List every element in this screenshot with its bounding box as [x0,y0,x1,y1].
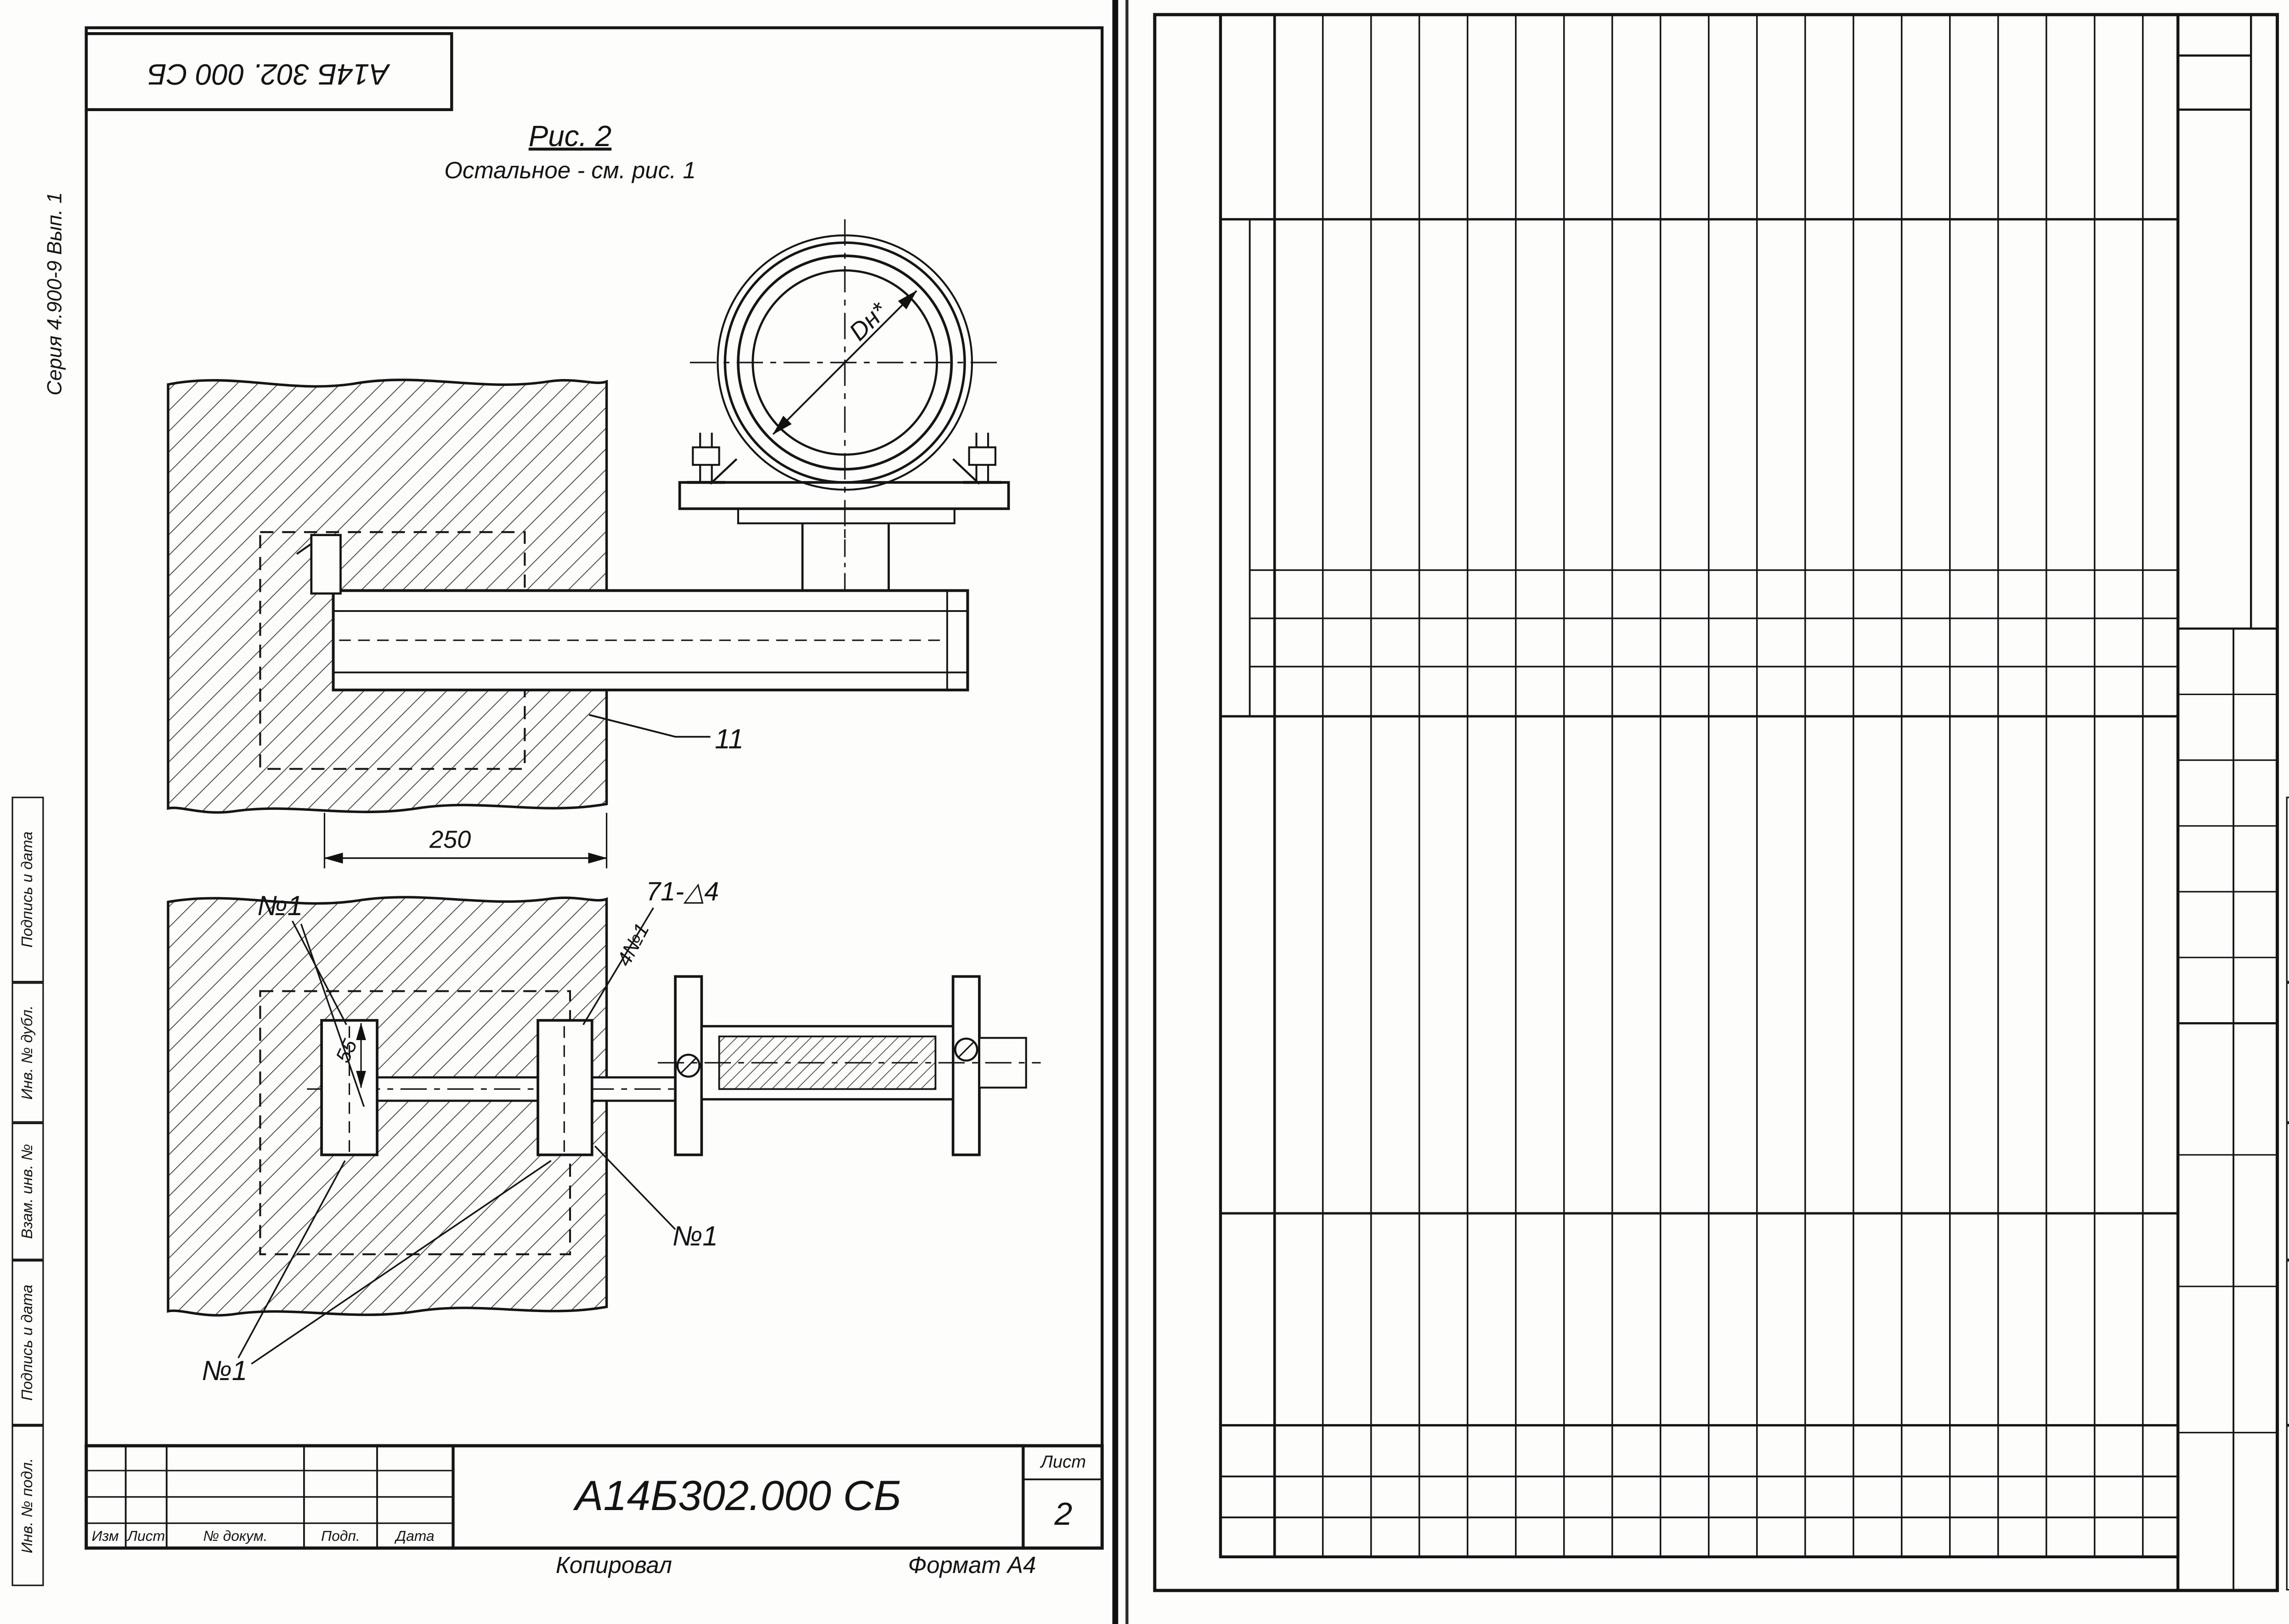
margin-cell [11,797,44,983]
tb-doc-number: А14Б302.000 СБ [575,1472,902,1520]
margin-label: Подпись и дата [2286,797,2289,982]
position-label-11: 11 [715,723,744,754]
weld-leader-right [594,1145,676,1230]
page-seam-2 [1125,0,1129,1624]
page-seam [1112,0,1119,1624]
weld-count-label: 4№1 [613,920,654,970]
assembly-drawing: Dн* 11 250 [167,219,1041,1386]
margin-cell [11,1122,44,1260]
leader-pos-11 [588,714,711,738]
dimension-250 [323,813,608,869]
weld-leaders-bottom [237,1160,552,1365]
margin-cell [11,982,44,1123]
weld-label-no1-bottom: №1 [202,1355,247,1386]
margin-label: Подпись и дата [2286,1260,2289,1426]
tb-col-docnum: № докум. [203,1528,268,1545]
weld-leader-spec [582,907,654,1025]
figure-subtitle: Остальное - см. рис. 1 [444,159,696,184]
margin-cell [2286,982,2289,1123]
margin-label: Инв. № подл. [19,1458,37,1554]
tb-col-podp: Подп. [321,1528,360,1545]
anchor-plate-right [537,1019,593,1156]
spec-table-grid [1153,13,2279,1592]
tb-sheet-number: 2 [1054,1495,1073,1532]
sheet-left: А14Б 302. 000 СБ Серия 4.900-9 Вып. 1 По… [0,0,1111,1624]
weld-label-no1-right: №1 [673,1220,718,1251]
pipe-clamp-assembly [678,219,1010,594]
margin-label: Подпись и дата [19,831,37,948]
footer-copied-by: Копировал [555,1554,673,1579]
tb-sheet-label: Лист [1040,1451,1086,1472]
weld-leaders-top [291,920,365,1107]
support-bracket-arm [296,534,969,691]
title-block-grid [85,1444,1104,1550]
diameter-label: Dн* [844,297,893,346]
margin-label: Взам. инв. № [2286,1123,2289,1260]
margin-label: Инв. № дубл. [2286,982,2289,1122]
weld-label-no1-top: №1 [257,890,303,921]
clamp-bolt-right [963,432,1001,484]
margin-cell [2286,797,2289,983]
margin-label: Подпись и дата [19,1284,37,1401]
margin-cell [11,1425,44,1586]
dimension-250-label: 250 [429,826,471,854]
figure-title: Рис. 2 [528,120,612,153]
tb-col-data: Дата [396,1528,435,1545]
margin-label: Инв. № подл. [2286,1425,2289,1590]
clamp-bolt-left [687,432,725,484]
series-label: Серия 4.900-9 Вып. 1 [42,192,66,396]
weld-spec-label: 71-△4 [646,877,719,906]
margin-cell [2286,1122,2289,1260]
top-stamp-box: А14Б 302. 000 СБ [85,32,453,111]
clamp-side-view [657,975,1041,1156]
footer-format: Формат А4 [908,1554,1036,1579]
margin-label: Взам. инв. № [19,1144,37,1239]
margin-cell [2286,1425,2289,1591]
margin-cell [11,1260,44,1426]
margin-label: Инв. № дубл. [19,1005,37,1100]
tb-col-izm: Изм [91,1528,119,1545]
tb-col-list: Лист [127,1528,165,1545]
anchor-plate-left [320,1019,379,1156]
sheet-right: Подпись и дата Инв. № дубл. Взам. инв. №… [1133,0,2289,1624]
margin-cell [2286,1260,2289,1426]
